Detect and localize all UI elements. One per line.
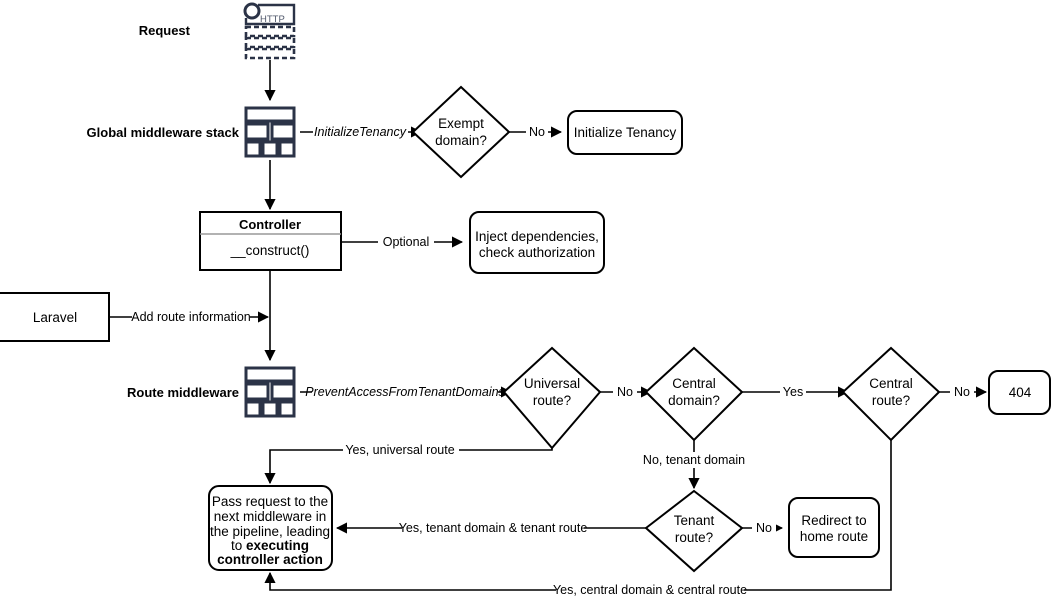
edge-label-initialize-tenancy: InitializeTenancy [314,125,407,139]
decision-exempt-domain-line1: Exempt [438,116,484,131]
decision-exempt-domain-line2: domain? [435,133,487,148]
edge-label-yes-central-domain-central-route: Yes, central domain & central route [553,583,747,597]
edge-label-tenant-route-no: No [756,521,772,535]
node-inject-dependencies [469,211,605,274]
decision-central-domain-line2: domain? [668,393,720,408]
node-404-label: 404 [1009,385,1032,400]
node-pass-request-line4-prefix: to [231,538,242,553]
decision-exempt-domain [411,85,511,179]
edge-label-add-route-information: Add route information [131,310,251,324]
decision-universal-route-line1: Universal [524,376,580,391]
edge-label-yes-tenant-domain-tenant-route: Yes, tenant domain & tenant route [399,521,588,535]
middleware-stack-icon-route [244,366,296,418]
node-inject-dependencies-line2: check authorization [479,245,595,260]
edge-label-central-route-no: No [954,385,970,399]
node-laravel [0,292,110,342]
node-laravel-label: Laravel [33,310,77,325]
node-initialize-tenancy [567,110,683,155]
node-pass-request [208,485,333,571]
node-404 [988,370,1051,415]
node-initialize-tenancy-label: Initialize Tenancy [574,125,677,140]
node-pass-request-line5: controller action [217,552,323,567]
edge-label-optional: Optional [383,235,430,249]
node-controller-method: __construct() [230,243,310,258]
decision-central-route-line1: Central [869,376,913,391]
decision-central-route-line2: route? [872,393,910,408]
http-badge-label: HTTP [260,14,285,25]
edge-label-central-domain-yes: Yes [783,385,803,399]
decision-universal-route-line2: route? [533,393,571,408]
decision-tenant-route-line1: Tenant [674,513,715,528]
label-request: Request [139,23,191,38]
edge-label-no-tenant-domain: No, tenant domain [643,453,745,467]
edge-label-universal-no: No [617,385,633,399]
edge-label-yes-universal-route: Yes, universal route [345,443,454,457]
node-inject-dependencies-line1: Inject dependencies, [475,229,599,244]
node-pass-request-line2: next middleware in [214,509,327,524]
label-route-middleware: Route middleware [127,385,239,400]
node-redirect-home-route-line1: Redirect to [801,513,866,528]
middleware-stack-icon-global [244,106,296,158]
node-pass-request-line3: the pipeline, leading [210,524,330,539]
decision-tenant-route [644,489,744,573]
node-controller [199,211,342,271]
edge-label-prevent-access: PreventAccessFromTenantDomains [305,385,505,399]
node-pass-request-line4-emphasis: executing [246,538,309,553]
node-controller-title: Controller [239,217,301,232]
node-redirect-home-route [788,497,880,558]
decision-tenant-route-line2: route? [675,530,713,545]
node-pass-request-line4: to executing [231,538,309,553]
node-pass-request-line1: Pass request to the [212,494,328,509]
node-redirect-home-route-line2: home route [800,529,868,544]
http-request-icon: HTTP [243,2,296,60]
edge-label-exempt-no: No [529,125,545,139]
label-global-middleware-stack: Global middleware stack [87,125,240,140]
decision-central-domain-line1: Central [672,376,716,391]
